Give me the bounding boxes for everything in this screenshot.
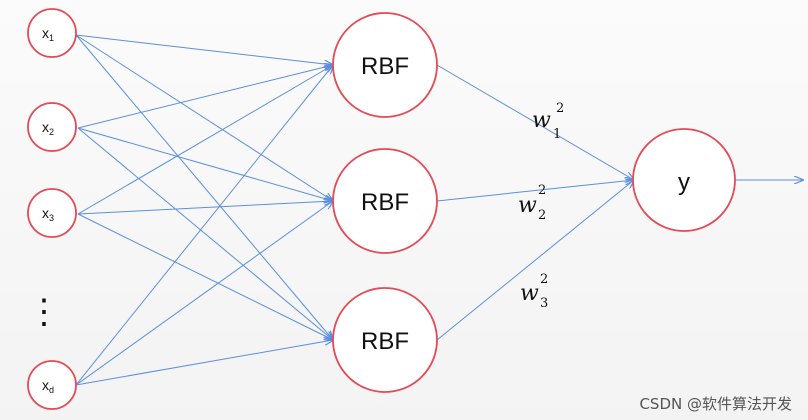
rbf-circle bbox=[332, 148, 438, 254]
rbf-to-output-edge bbox=[436, 64, 634, 180]
rbf-label: RBF bbox=[361, 189, 409, 216]
input-node-x2: x2 bbox=[27, 102, 77, 152]
ellipsis-dots: ⋮ bbox=[27, 293, 61, 331]
weight-label-3: w 2 3 bbox=[520, 264, 555, 311]
input-circle bbox=[27, 360, 77, 410]
weight-label-1: w 2 1 bbox=[532, 93, 571, 142]
input-to-rbf-edge bbox=[77, 65, 333, 215]
input-to-rbf-edge bbox=[75, 34, 333, 65]
output-label: y bbox=[678, 169, 690, 196]
weight-label-2: w 2 2 bbox=[518, 175, 553, 223]
input-to-rbf-edge bbox=[77, 201, 333, 215]
rbf-node-1: RBF bbox=[332, 12, 438, 118]
input-node-x1: x1 bbox=[27, 8, 77, 58]
input-label: x1 bbox=[42, 25, 54, 43]
output-node-y: y bbox=[632, 128, 736, 232]
input-to-rbf-edge bbox=[75, 34, 333, 201]
input-circle bbox=[27, 102, 77, 152]
input-label: xd bbox=[42, 377, 54, 395]
input-to-rbf-edge bbox=[75, 201, 333, 386]
rbf-label: RBF bbox=[361, 328, 409, 355]
rbf-to-output-edge bbox=[436, 180, 634, 341]
input-node-xd: xd bbox=[27, 360, 77, 410]
input-label: x2 bbox=[42, 119, 54, 137]
rbf-circle bbox=[332, 12, 438, 118]
rbf-label: RBF bbox=[361, 53, 409, 80]
output-circle bbox=[632, 128, 736, 232]
input-circle bbox=[27, 188, 77, 238]
input-to-rbf-edge bbox=[77, 127, 333, 201]
node-layer: x1 x2 x3 xd ⋮ bbox=[27, 8, 792, 413]
input-to-rbf-edge bbox=[75, 34, 333, 340]
rbf-node-2: RBF bbox=[332, 148, 438, 254]
input-node-x3: x3 bbox=[27, 188, 77, 238]
input-to-rbf-edge bbox=[77, 213, 333, 340]
watermark-text: CSDN @软件算法开发 bbox=[639, 395, 792, 413]
rbf-circle bbox=[332, 287, 438, 393]
rbf-to-output-edge bbox=[436, 180, 634, 202]
input-to-rbf-edge bbox=[77, 65, 333, 129]
input-circle bbox=[27, 8, 77, 58]
rbf-node-3: RBF bbox=[332, 287, 438, 393]
input-label: x3 bbox=[42, 205, 54, 223]
input-to-rbf-edge bbox=[75, 340, 333, 386]
connection-layer bbox=[75, 34, 803, 386]
input-to-rbf-edge bbox=[77, 127, 333, 340]
input-to-rbf-edge bbox=[75, 65, 333, 386]
